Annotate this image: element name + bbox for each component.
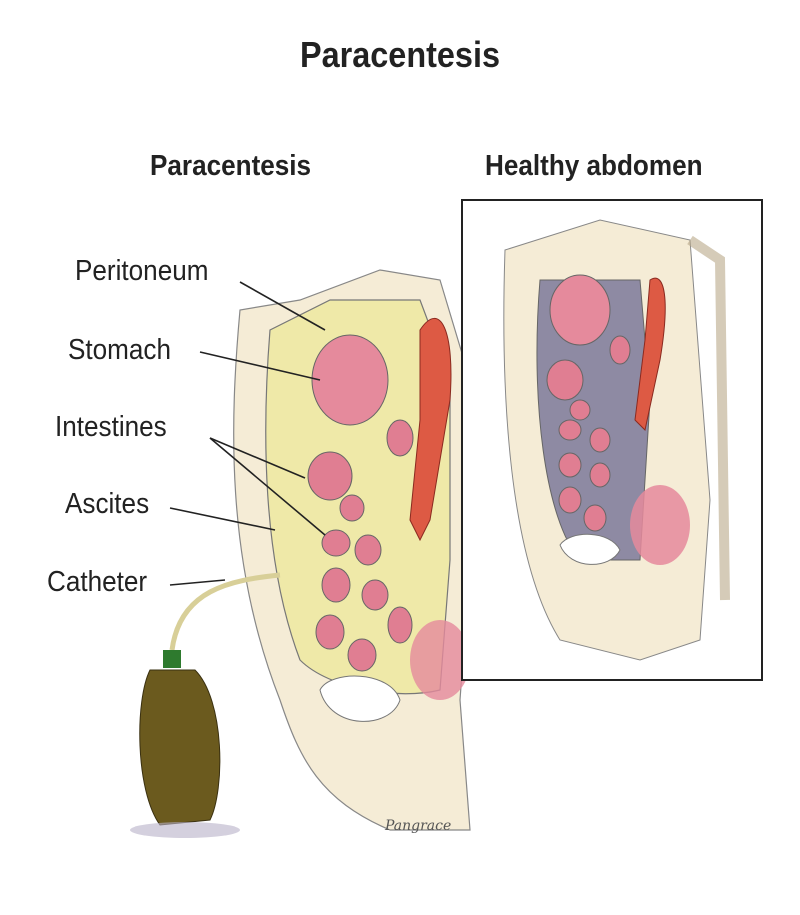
left-panel-title: Paracentesis	[150, 150, 312, 182]
stomach-organ	[311, 334, 389, 426]
bottle-cap	[163, 650, 181, 668]
right-panel-title: Healthy abdomen	[485, 150, 703, 182]
page-title: Paracentesis	[300, 34, 500, 75]
catheter-tube	[169, 572, 281, 651]
label-ascites: Ascites	[65, 488, 150, 520]
svg-text:Pangrace: Pangrace	[384, 818, 451, 834]
aorta	[409, 317, 452, 542]
label-catheter: Catheter	[47, 566, 148, 598]
healthy-abdomen	[503, 219, 730, 661]
paracentesis-abdomen	[233, 269, 471, 831]
label-peritoneum: Peritoneum	[75, 255, 209, 287]
label-stomach: Stomach	[68, 334, 172, 366]
label-intestines: Intestines	[55, 411, 167, 443]
intestines-loops	[307, 419, 414, 672]
label-leader-lines	[169, 281, 326, 586]
drainage-bottle	[139, 669, 221, 826]
